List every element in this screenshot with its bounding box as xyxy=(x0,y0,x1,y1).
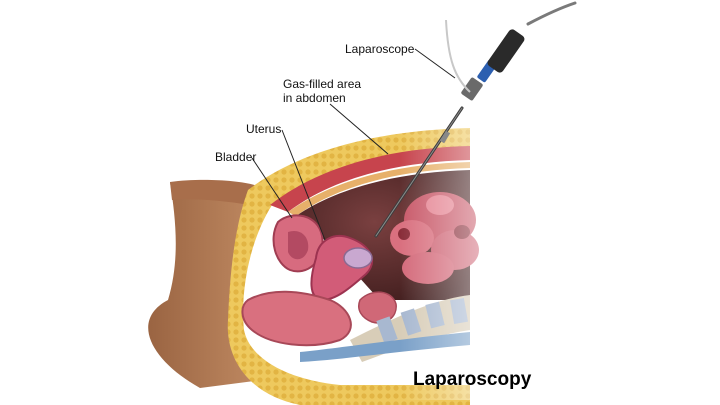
gas-filled-area-label-line2: in abdomen xyxy=(283,91,346,105)
rectum xyxy=(241,290,352,347)
laparoscope-cable xyxy=(526,1,577,26)
ovary xyxy=(343,247,373,269)
gas-filled-area-label-line1: Gas-filled area xyxy=(283,77,362,91)
laparoscope-label: Laparoscope xyxy=(345,42,415,56)
leader-lines xyxy=(251,48,456,241)
fat-layer xyxy=(227,128,470,405)
diagram-title: Laparoscopy xyxy=(413,369,532,390)
thigh xyxy=(170,179,258,205)
laparoscope-instrument xyxy=(374,1,577,238)
uterus-label: Uterus xyxy=(246,122,282,136)
body-skin xyxy=(148,182,262,388)
gas-tube xyxy=(445,19,471,93)
bladder-label: Bladder xyxy=(215,150,257,164)
colon-loop xyxy=(358,291,397,324)
